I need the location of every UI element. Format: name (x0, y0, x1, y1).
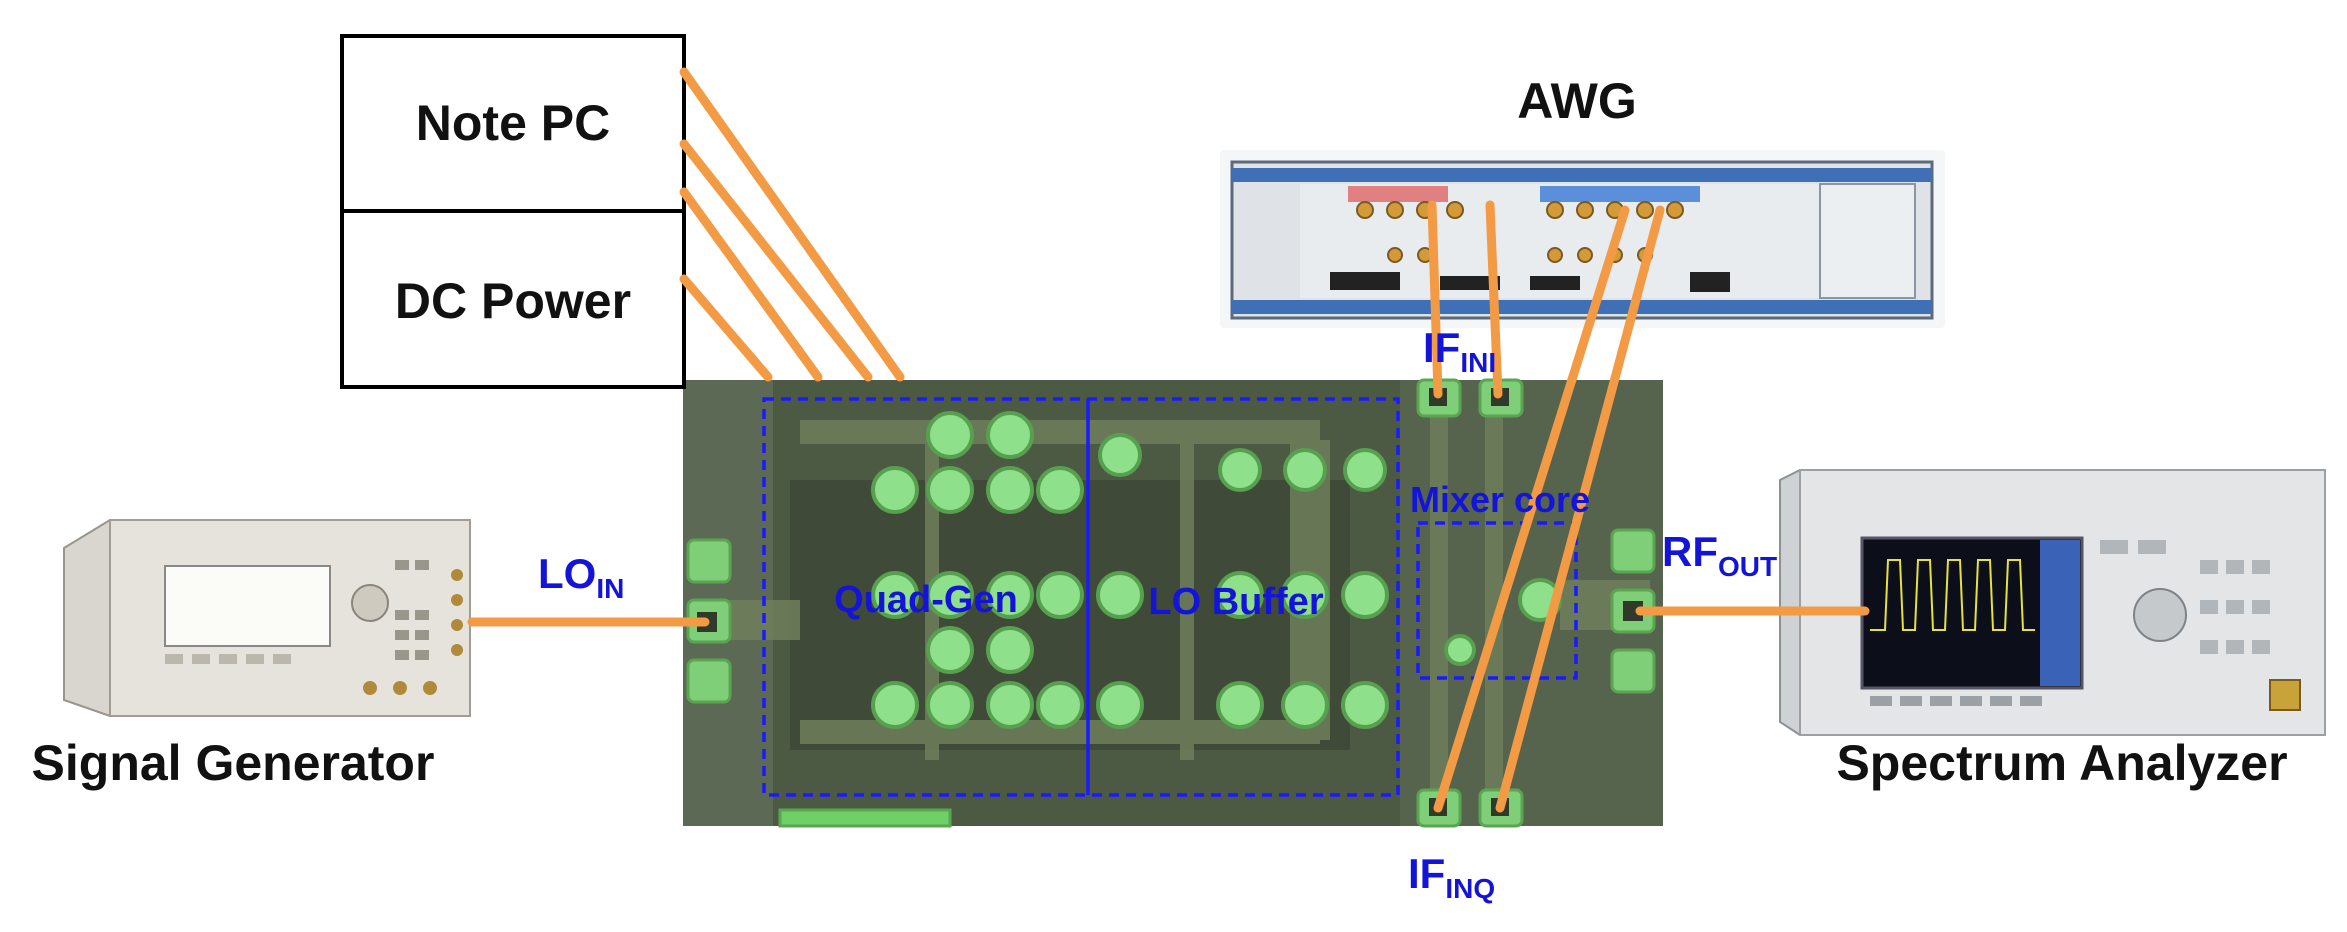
if-ini-label: IFINI (1423, 324, 1496, 378)
awg-instrument (1220, 150, 1945, 328)
block-outlines (762, 397, 1578, 797)
dc-power-box (340, 209, 686, 389)
awg-label: AWG (1517, 73, 1636, 129)
lo-in-label: LOIN (538, 550, 624, 604)
dc-power-label: DC Power (395, 273, 631, 329)
if-ini-cable-ib (1485, 200, 1503, 399)
spectrum-analyzer-label: Spectrum Analyzer (1836, 735, 2287, 791)
mixer-core-outline (1416, 521, 1578, 680)
note-pc-cable-1 (679, 67, 905, 382)
if-inq-cable-q (1433, 205, 1630, 813)
dc-power-cable-2 (679, 274, 773, 382)
note-pc-label: Note PC (416, 95, 610, 151)
if-ini-cable-i (1427, 200, 1443, 399)
if-inq-cable-qb (1495, 205, 1665, 813)
note-pc-box (340, 34, 686, 213)
if-inq-label: IFINQ (1408, 850, 1495, 904)
quad-gen-label: Quad-Gen (834, 579, 1018, 621)
spectrum-trace (1870, 559, 2035, 631)
note-pc-cable-2 (679, 139, 873, 382)
lo-buffer-label: LO Buffer (1148, 581, 1323, 623)
rf-out-label: RFOUT (1662, 528, 1777, 582)
mixer-core-label: Mixer core (1410, 479, 1590, 520)
signal-generator-instrument (63, 519, 471, 717)
awg-connectors (1356, 201, 1684, 263)
quad-gen-lo-buffer-outline (762, 397, 1400, 797)
spectrum-analyzer-instrument (1779, 469, 2326, 736)
cables (467, 67, 1870, 813)
dc-power-cable-1 (679, 187, 823, 382)
signal-generator-label: Signal Generator (32, 735, 435, 791)
